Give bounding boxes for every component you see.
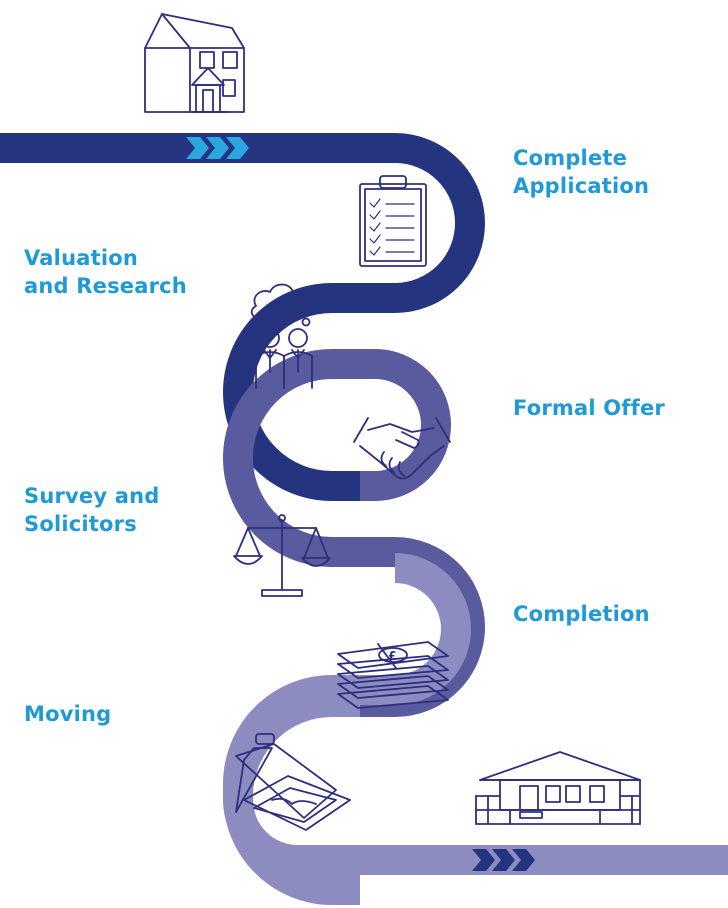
scales-icon bbox=[233, 514, 331, 597]
svg-text:£: £ bbox=[271, 299, 281, 315]
step-label-line: Survey and bbox=[24, 484, 160, 508]
step-label-line: Moving bbox=[24, 702, 112, 726]
suitcase-icon bbox=[235, 733, 351, 831]
house-icon bbox=[144, 13, 245, 113]
step-label-complete-application: Complete Application bbox=[513, 144, 649, 200]
step-label-line: Application bbox=[513, 174, 650, 198]
handshake-icon bbox=[353, 417, 451, 480]
svg-text:£: £ bbox=[388, 649, 396, 663]
step-label-completion: Completion bbox=[513, 600, 650, 628]
step-label-line: Formal Offer bbox=[513, 396, 665, 420]
step-label-line: Complete bbox=[513, 146, 628, 170]
bungalow-icon bbox=[475, 751, 641, 825]
clipboard-checklist-icon bbox=[359, 175, 427, 267]
step-label-line: Solicitors bbox=[24, 512, 137, 536]
thinking-people-icon: £ bbox=[250, 283, 313, 389]
step-label-line: Valuation bbox=[24, 246, 139, 270]
step-label-formal-offer: Formal Offer bbox=[513, 394, 665, 422]
track-segment-1 bbox=[0, 133, 485, 501]
step-label-valuation-and-research: Valuation and Research bbox=[24, 244, 187, 300]
end-chevrons-icon bbox=[472, 849, 535, 871]
step-label-line: and Research bbox=[24, 274, 187, 298]
step-label-survey-and-solicitors: Survey and Solicitors bbox=[24, 482, 160, 538]
step-label-line: Completion bbox=[513, 602, 650, 626]
step-label-moving: Moving bbox=[24, 700, 111, 728]
start-chevrons-icon bbox=[186, 137, 249, 159]
track-segment-3-continuation bbox=[223, 553, 728, 875]
banknotes-icon: £ bbox=[337, 641, 449, 709]
